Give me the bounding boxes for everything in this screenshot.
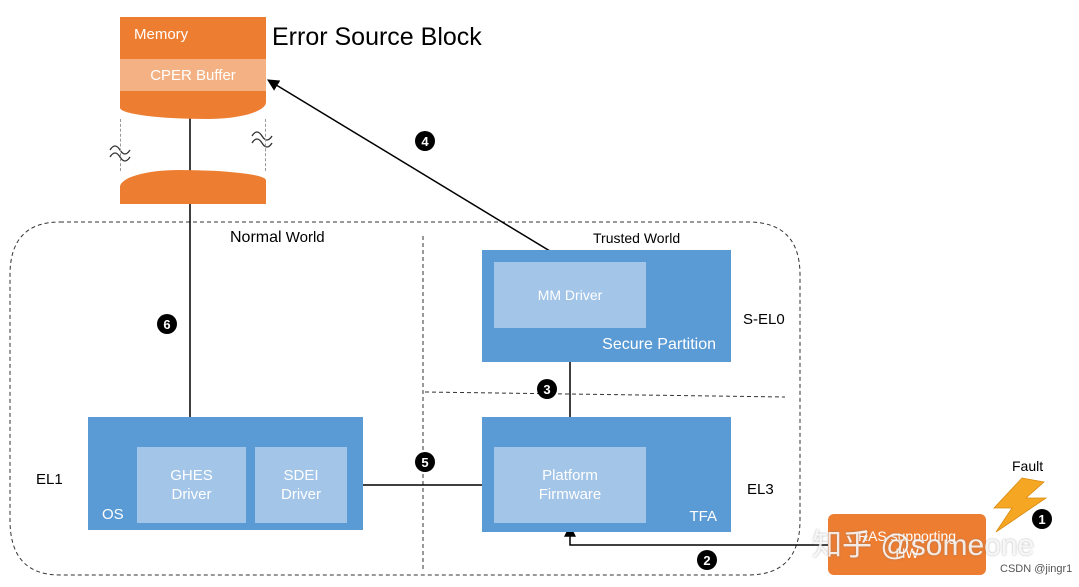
arrow-step-2 xyxy=(564,524,828,546)
memory-block-top xyxy=(120,17,266,59)
ghes-driver-label: GHES Driver xyxy=(170,467,213,503)
step-5-badge: 5 xyxy=(415,452,435,472)
mm-driver-label: MM Driver xyxy=(537,286,603,303)
step-6-badge: 6 xyxy=(157,314,177,334)
trusted-world-label: Trusted World xyxy=(593,230,681,246)
platform-firmware-label: Platform Firmware xyxy=(538,467,602,503)
os-label: OS xyxy=(102,506,124,523)
memory-break-right-2 xyxy=(251,138,273,148)
el1-label: EL1 xyxy=(36,471,63,488)
memory-break-right xyxy=(251,131,273,141)
step-3-badge: 3 xyxy=(537,379,557,399)
world-boundary xyxy=(9,221,801,576)
ghes-driver-block: GHES Driver xyxy=(137,447,246,523)
sdei-driver-block: SDEI Driver xyxy=(255,447,347,523)
secure-partition-label: Secure Partition xyxy=(602,336,716,353)
step-1-badge: 1 xyxy=(1032,509,1052,529)
level-divider xyxy=(424,391,786,398)
platform-firmware-block: Platform Firmware xyxy=(494,447,646,523)
error-source-block-title: Error Source Block xyxy=(272,23,482,51)
step-4-badge: 4 xyxy=(415,131,435,151)
memory-block-mid xyxy=(120,91,266,119)
fault-label: Fault xyxy=(1012,458,1044,474)
normal-world-strong: Normal xyxy=(230,229,282,246)
secure-partition-block: MM Driver Secure Partition xyxy=(482,250,731,362)
el3-label: EL3 xyxy=(747,481,774,498)
ras-hw-block: RAS supporting HW xyxy=(828,514,986,575)
csdn-watermark: CSDN @jingr1 xyxy=(1000,563,1073,575)
os-block: GHES Driver SDEI Driver OS xyxy=(88,417,363,530)
lightning-bolt-icon xyxy=(993,477,1048,533)
tfa-block: Platform Firmware TFA xyxy=(482,417,731,532)
cper-buffer: CPER Buffer xyxy=(120,59,266,91)
memory-label: Memory xyxy=(134,26,189,43)
normal-world-rest: World xyxy=(281,229,325,246)
mm-driver-block: MM Driver xyxy=(494,262,646,328)
sel0-label: S-EL0 xyxy=(743,311,785,328)
tfa-label: TFA xyxy=(689,508,717,525)
arrow-step-4 xyxy=(266,79,569,263)
ras-hw-label: RAS supporting HW xyxy=(857,527,957,561)
step-2-badge: 2 xyxy=(697,550,717,570)
cper-buffer-label: CPER Buffer xyxy=(150,66,236,84)
memory-gap xyxy=(120,119,266,171)
zhihu-watermark: 知乎 @someone xyxy=(812,529,1035,562)
normal-world-label: Normal World xyxy=(230,229,325,247)
memory-block-bottom xyxy=(120,170,266,204)
sdei-driver-label: SDEI Driver xyxy=(281,467,321,503)
